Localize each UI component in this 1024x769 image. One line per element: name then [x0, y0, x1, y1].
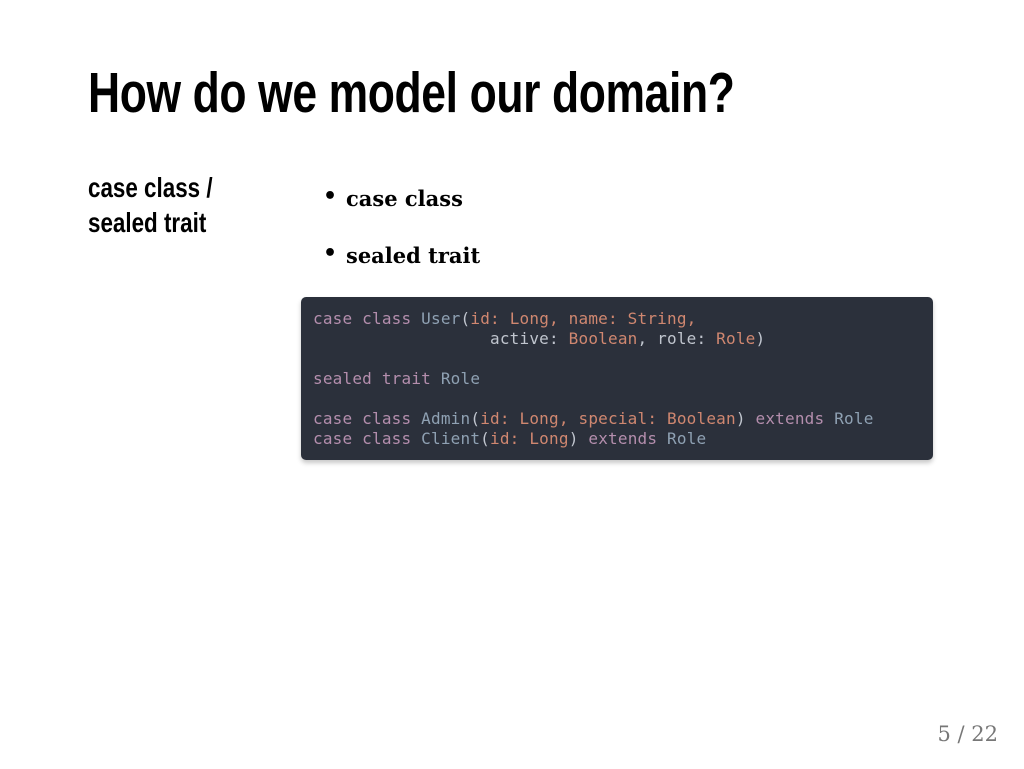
side-label-line-1: case class / — [88, 172, 213, 203]
code-token-keyword: sealed trait — [313, 369, 431, 388]
code-token-default — [411, 429, 421, 448]
code-token-keyword: case class — [313, 409, 412, 428]
code-token-params: id: Long, special: Boolean — [480, 409, 736, 428]
code-token-params: id: Long, name: String, — [470, 309, 697, 328]
code-block: case class User(id: Long, name: String, … — [301, 297, 933, 460]
bullet-item-label: sealed trait — [346, 243, 481, 268]
bullet-item-1: • case class — [311, 184, 480, 211]
side-label: case class / sealed trait — [88, 170, 213, 240]
code-token-params: Boolean — [568, 329, 638, 348]
code-token-params: Role — [716, 329, 756, 348]
code-token-params: id: Long — [490, 429, 569, 448]
code-token-default: ) — [735, 409, 756, 428]
code-token-default — [411, 309, 421, 328]
code-token-default — [657, 429, 667, 448]
code-token-keyword: case class — [313, 309, 412, 328]
code-token-type: Role — [834, 409, 874, 428]
code-token-default: ( — [460, 309, 471, 328]
code-token-type: Role — [667, 429, 707, 448]
slide-title: How do we model our domain? — [88, 61, 735, 125]
code-content: case class User(id: Long, name: String, … — [313, 309, 921, 449]
side-label-line-2: sealed trait — [88, 207, 207, 238]
code-token-default — [431, 369, 441, 388]
code-token-type: Role — [440, 369, 481, 388]
slide-number: 5 / 22 — [937, 722, 998, 746]
code-token-default: ( — [480, 429, 491, 448]
bullet-list: • case class • sealed trait — [311, 184, 481, 268]
code-token-type: Client — [421, 429, 481, 448]
code-token-default: active: — [313, 329, 569, 348]
code-token-type: Admin — [421, 409, 471, 428]
code-token-type: User — [421, 309, 461, 328]
bullet-item-2: • sealed trait — [311, 241, 481, 268]
code-token-default — [411, 409, 421, 428]
bullet-dot-icon: • — [323, 241, 338, 266]
code-token-default: ) — [568, 429, 589, 448]
bullet-item-label: case class — [346, 186, 463, 211]
code-token-keyword: case class — [313, 429, 412, 448]
code-token-default: ( — [470, 409, 481, 428]
code-token-keyword: extends — [588, 429, 658, 448]
code-token-default: , role: — [637, 329, 717, 348]
bullet-dot-icon: • — [323, 184, 338, 209]
code-token-keyword: extends — [755, 409, 825, 428]
code-token-default: ) — [755, 329, 766, 348]
code-token-default — [824, 409, 834, 428]
